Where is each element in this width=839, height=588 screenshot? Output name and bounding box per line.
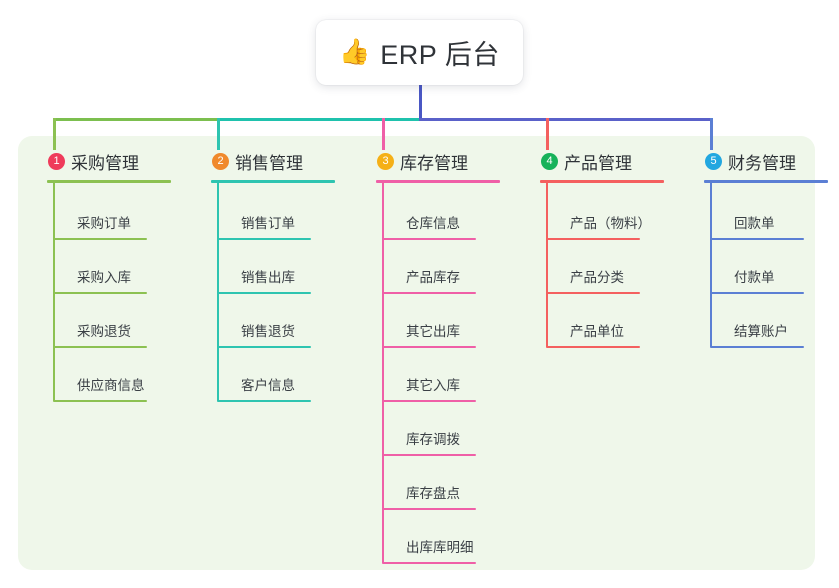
branch-child-underline [710, 292, 804, 294]
branch-label: 销售管理 [235, 153, 303, 173]
branch-1: 1 采购管理采购订单采购入库采购退货供应商信息 [26, 148, 186, 402]
branch-label: 采购管理 [71, 153, 139, 173]
branch-underline [376, 180, 500, 183]
branch-child-underline [382, 454, 476, 456]
branch-child-underline [382, 400, 476, 402]
branch-child-label: 采购订单 [77, 216, 131, 231]
branch-child-underline [382, 508, 476, 510]
branch-child-label: 销售订单 [241, 216, 295, 231]
branch-child-label: 产品库存 [406, 270, 460, 285]
branch-header-1[interactable]: 1 采购管理 [26, 148, 186, 174]
branch-child-underline [217, 400, 311, 402]
branch-underline [704, 180, 828, 183]
branch-header-3[interactable]: 3 库存管理 [355, 148, 515, 174]
branch-2: 2 销售管理销售订单销售出库销售退货客户信息 [190, 148, 350, 402]
connector-bar-segment-2 [217, 118, 421, 121]
branch-child-underline [53, 400, 147, 402]
branch-child-underline [53, 346, 147, 348]
branch-header-4[interactable]: 4 产品管理 [519, 148, 679, 174]
branch-number-badge: 5 [705, 152, 722, 170]
diagram-canvas-panel [18, 136, 815, 570]
branch-drop-connector-4 [546, 118, 549, 150]
branch-child-underline [382, 562, 476, 564]
branch-child-underline [382, 346, 476, 348]
branch-child-label: 采购入库 [77, 270, 131, 285]
branch-number-badge: 3 [377, 152, 394, 170]
branch-child-label: 供应商信息 [77, 378, 145, 393]
branch-header-2[interactable]: 2 销售管理 [190, 148, 350, 174]
branch-child-underline [382, 292, 476, 294]
branch-child-underline [546, 292, 640, 294]
branch-child-underline [53, 292, 147, 294]
branch-4: 4 产品管理产品（物料） 产品分类产品单位 [519, 148, 679, 348]
branch-child-underline [546, 238, 640, 240]
branch-child-label: 采购退货 [77, 324, 131, 339]
branch-spine [546, 183, 548, 347]
branch-child-underline [382, 238, 476, 240]
branch-child-underline [217, 292, 311, 294]
branch-child-label: 回款单 [734, 216, 775, 231]
branch-child-label: 产品单位 [570, 324, 624, 339]
root-node-title: ERP 后台 [380, 40, 500, 70]
branch-child-underline [546, 346, 640, 348]
branch-number-badge: 2 [212, 152, 229, 170]
connector-bar-segment-1 [53, 118, 219, 121]
branch-spine [710, 183, 712, 347]
branch-spine [382, 183, 384, 563]
branch-child-label: 出库库明细 [406, 540, 474, 555]
branch-drop-connector-1 [53, 118, 56, 150]
branch-drop-connector-5 [710, 118, 713, 150]
branch-label: 财务管理 [728, 153, 796, 173]
branch-3: 3 库存管理仓库信息产品库存其它出库其它入库库存调拨库存盘点出库库明细 [355, 148, 515, 564]
branch-number-badge: 4 [541, 152, 558, 170]
branch-child-label: 其它入库 [406, 378, 460, 393]
branch-child-underline [710, 346, 804, 348]
branch-5: 5 财务管理回款单付款单结算账户 [683, 148, 839, 348]
connector-bar-segment-3 [419, 118, 713, 121]
branch-drop-connector-3 [382, 118, 385, 150]
thumbs-up-icon: 👍 [339, 38, 371, 66]
branch-child-label: 其它出库 [406, 324, 460, 339]
branch-child-label: 客户信息 [241, 378, 295, 393]
branch-child-label: 库存盘点 [406, 486, 460, 501]
branch-number-badge: 1 [48, 152, 65, 170]
branch-child-label: 销售出库 [241, 270, 295, 285]
branch-label: 产品管理 [564, 153, 632, 173]
branch-drop-connector-2 [217, 118, 220, 150]
root-stem-connector [419, 85, 422, 121]
branch-child-underline [53, 238, 147, 240]
branch-child-label: 付款单 [734, 270, 775, 285]
branch-child-label: 结算账户 [734, 324, 788, 339]
branch-child-underline [710, 238, 804, 240]
branch-underline [47, 180, 171, 183]
branch-header-5[interactable]: 5 财务管理 [683, 148, 839, 174]
branch-underline [211, 180, 335, 183]
branch-child-label: 库存调拨 [406, 432, 460, 447]
branch-underline [540, 180, 664, 183]
branch-child-label: 产品（物料） [570, 216, 651, 231]
branch-child-label: 产品分类 [570, 270, 624, 285]
branch-child-underline [217, 238, 311, 240]
branch-child-label: 仓库信息 [406, 216, 460, 231]
root-node[interactable]: 👍 ERP 后台 [316, 20, 523, 85]
branch-label: 库存管理 [400, 153, 468, 173]
branch-child-underline [217, 346, 311, 348]
branch-child-label: 销售退货 [241, 324, 295, 339]
